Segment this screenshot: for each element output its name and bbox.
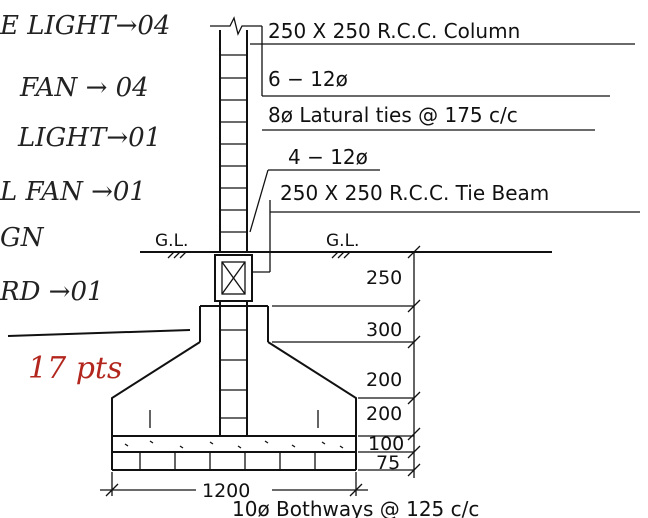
ground-hatch-left	[167, 251, 187, 259]
gl-right-label: G.L.	[326, 231, 359, 251]
note-light-04: E LIGHT→04	[0, 11, 170, 41]
note-rd-01: RD →01	[0, 277, 104, 307]
sloped-footing	[111, 341, 357, 436]
note-fan-04: FAN → 04	[19, 73, 149, 103]
label-column: 250 X 250 R.C.C. Column	[268, 19, 520, 43]
dim-300: 300	[366, 319, 402, 341]
rcc-column	[210, 16, 262, 252]
dim-200-lower: 200	[366, 403, 402, 425]
label-tie-beam: 250 X 250 R.C.C. Tie Beam	[280, 181, 549, 205]
dim-width-1200: 1200	[202, 480, 250, 502]
note-total-points: 17 pts	[28, 351, 122, 386]
total-underline	[7, 329, 191, 337]
tie-beam-section	[214, 254, 253, 302]
dim-75: 75	[376, 452, 400, 474]
label-lateral-ties: 8ø Latural ties @ 175 c/c	[268, 103, 518, 127]
label-bottom-bars: 10ø Bothways @ 125 c/c	[232, 497, 479, 518]
pedestal	[199, 301, 269, 436]
label-beam-bars: 4 − 12ø	[288, 145, 368, 169]
note-fan-01: L FAN →01	[0, 177, 146, 207]
dim-200-upper: 200	[366, 369, 402, 391]
width-dimension	[100, 472, 368, 497]
note-gn: GN	[0, 223, 45, 253]
dim-250: 250	[366, 267, 402, 289]
dim-100: 100	[368, 433, 404, 455]
ground-hatch-right	[331, 251, 351, 259]
pcc-bed	[111, 435, 357, 471]
gl-left-label: G.L.	[155, 231, 188, 251]
label-main-bars: 6 − 12ø	[268, 67, 348, 91]
note-light-01: LIGHT→01	[17, 123, 161, 153]
